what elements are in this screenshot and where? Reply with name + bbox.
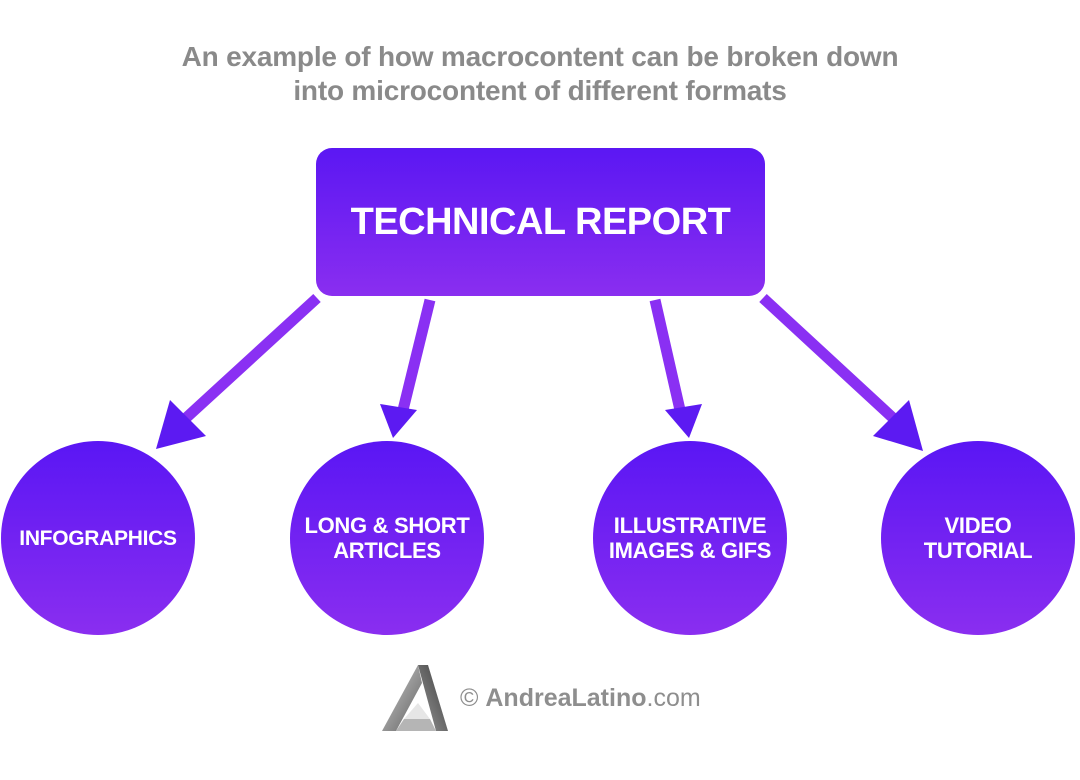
video-tutorial-label: VIDEO TUTORIAL: [923, 513, 1033, 563]
credit-text: © AndreaLatino.com: [460, 684, 701, 713]
video-tutorial-node: VIDEO TUTORIAL: [881, 441, 1075, 635]
subtitle-line-1: An example of how macrocontent can be br…: [181, 41, 899, 72]
articles-label-line-1: LONG & SHORT: [304, 513, 470, 538]
infographics-label-line-1: INFOGRAPHICS: [19, 526, 177, 550]
infographics-node: INFOGRAPHICS: [1, 441, 195, 635]
brand-name: AndreaLatino: [485, 683, 647, 712]
subtitle-line-2: into microcontent of different formats: [293, 75, 787, 106]
images-gifs-node: ILLUSTRATIVE IMAGES & GIFS: [593, 441, 787, 635]
arrow-to-images: [649, 298, 702, 438]
arrow-to-video: [759, 293, 923, 451]
technical-report-label: TECHNICAL REPORT: [350, 200, 731, 243]
footer-credit: © AndreaLatino.com: [378, 663, 701, 733]
andrealatino-logo-icon: [382, 665, 448, 731]
infographics-label: INFOGRAPHICS: [19, 526, 177, 551]
video-tutorial-label-line-2: TUTORIAL: [923, 538, 1033, 563]
diagram-subtitle: An example of how macrocontent can be br…: [0, 40, 1080, 108]
video-tutorial-label-line-1: VIDEO: [944, 513, 1012, 538]
copyright-symbol: ©: [460, 683, 479, 712]
images-gifs-label-line-2: IMAGES & GIFS: [608, 538, 772, 563]
brand-domain: .com: [646, 683, 701, 712]
arrow-to-articles: [380, 298, 436, 438]
articles-node: LONG & SHORT ARTICLES: [290, 441, 484, 635]
arrow-to-infographics: [156, 293, 321, 449]
articles-label-line-2: ARTICLES: [333, 538, 441, 563]
technical-report-box: TECHNICAL REPORT: [316, 148, 765, 296]
images-gifs-label: ILLUSTRATIVE IMAGES & GIFS: [608, 513, 772, 563]
articles-label: LONG & SHORT ARTICLES: [304, 513, 469, 563]
images-gifs-label-line-1: ILLUSTRATIVE: [613, 513, 767, 538]
